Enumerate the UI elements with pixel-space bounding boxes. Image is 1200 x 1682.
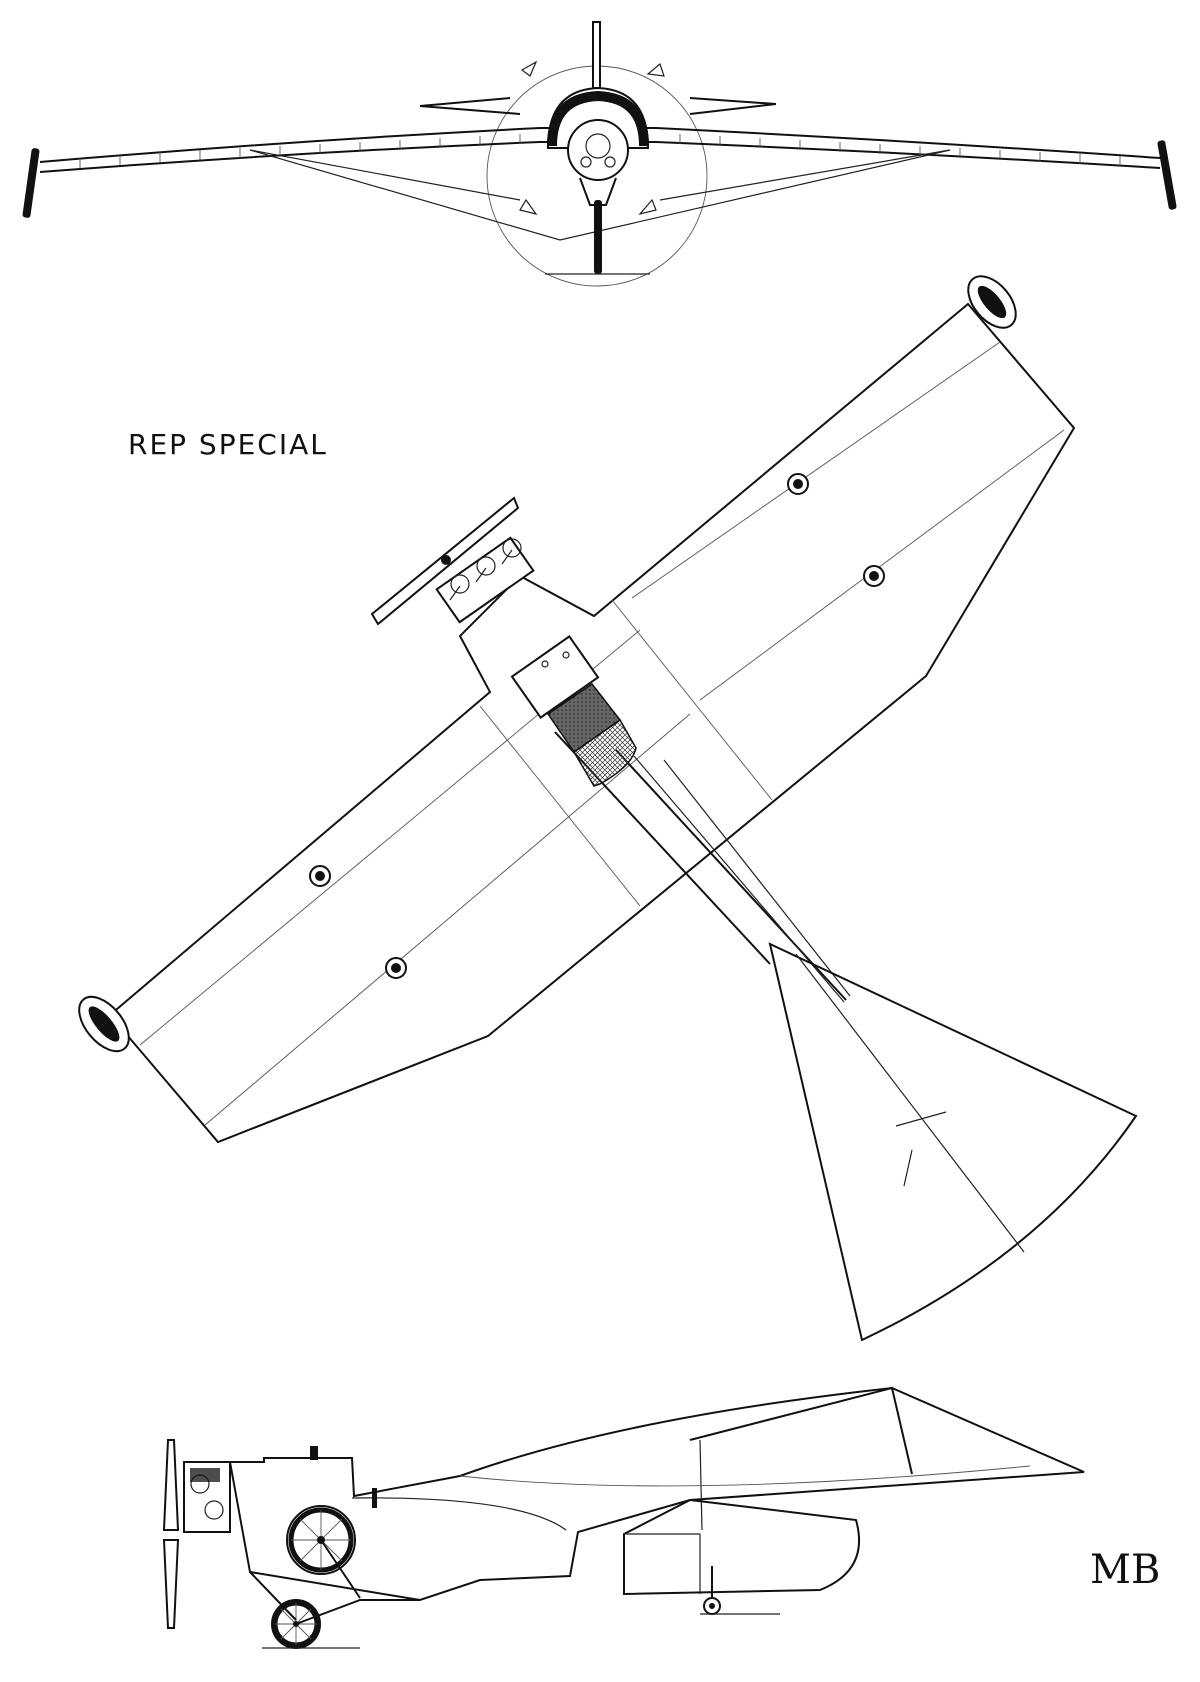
propeller-tip-markers: [519, 60, 665, 216]
prop-blade-lower: [162, 1539, 180, 1629]
right-wingtip-wheel: [1157, 140, 1177, 210]
top-view: [78, 275, 1138, 1342]
bracing-wires-lower: [249, 149, 951, 241]
bracing-wires-inner: [249, 149, 951, 201]
front-panel: [510, 635, 600, 719]
rear-spar-line: [204, 429, 1065, 1126]
prop-spinner-top: [441, 555, 451, 565]
tail-panel-lines: [624, 1533, 701, 1594]
engine-face: [567, 119, 629, 181]
ground-line-side: [262, 1613, 780, 1649]
engine-top: [435, 536, 535, 624]
artist-monogram: MB: [1090, 1547, 1161, 1593]
upper-longeron: [459, 1465, 1031, 1487]
cowl-ring: [547, 90, 649, 147]
tailplane-front: [419, 97, 777, 115]
tail-control-horn: [895, 1111, 947, 1187]
drawing-title: REP SPECIAL: [128, 428, 328, 461]
roundels: [309, 473, 885, 979]
side-view: [162, 1386, 1085, 1649]
cockpit-mesh: [573, 718, 637, 787]
right-tip-wheel-hub: [977, 285, 1007, 319]
cowl-curve: [351, 1497, 567, 1531]
undercarriage-side: [249, 1539, 420, 1625]
windshield-post: [310, 1446, 318, 1460]
engine-side: [183, 1461, 231, 1533]
fin-side: [689, 1386, 913, 1475]
left-wingtip-wheel: [22, 148, 40, 218]
front-view: [22, 21, 1177, 287]
fuel-cap-a: [541, 660, 549, 668]
tail-underbody: [623, 1498, 861, 1596]
artist-monogram-text: MB: [1090, 1547, 1161, 1593]
fin-front: [592, 21, 601, 89]
cylinder-a: [580, 156, 592, 168]
left-tip-wheel-hub: [88, 1006, 120, 1042]
fuel-cap-b: [562, 651, 570, 659]
prop-hub: [585, 133, 611, 159]
fuselage-longerons: [633, 755, 851, 1003]
wing-ribs: [79, 134, 1121, 168]
aileron-hinge-lines: [479, 599, 773, 907]
rudder-hinge: [699, 1439, 703, 1531]
main-wheel-front: [594, 200, 602, 274]
tail-centreline: [795, 953, 1025, 1253]
control-stick: [372, 1488, 377, 1508]
tailplane-planform: [768, 942, 1138, 1342]
fuselage-outline: [228, 1386, 1085, 1602]
prop-blade-upper: [162, 1439, 180, 1531]
cylinder-b: [604, 156, 616, 168]
